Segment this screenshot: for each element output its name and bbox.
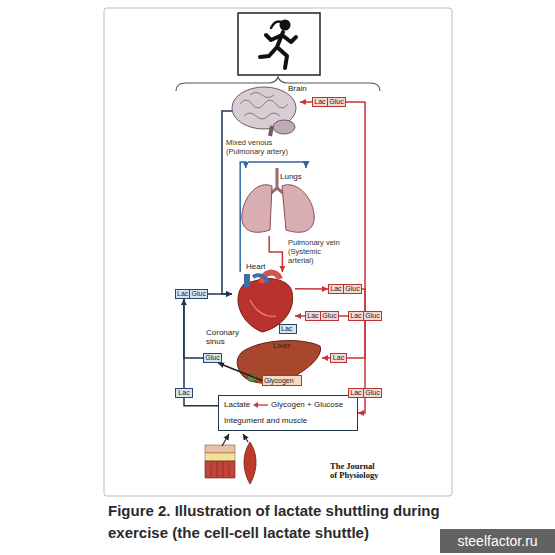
flow-connector: [364, 321, 366, 388]
brain-cerebellum: [273, 120, 295, 134]
metabolite-label: Gluc: [327, 98, 345, 106]
muscle-fibres: [211, 462, 229, 477]
runner-frame: [238, 13, 320, 75]
organ-label: Brain: [288, 84, 318, 93]
lactate-box: Lac: [330, 353, 347, 363]
metabolite-label: Glycogen + Glucose: [271, 400, 357, 409]
tissue-label: Integument and muscle: [224, 416, 354, 425]
tissue-arrow: [243, 434, 248, 442]
tissue-arrow: [222, 434, 229, 446]
journal-logo: The Journal of Physiology: [330, 462, 380, 480]
flow-connector: [295, 315, 305, 317]
metabolite-label: Lac: [349, 389, 363, 397]
vessel-label: Coronary sinus: [206, 328, 240, 346]
heart-highlight: [250, 300, 276, 316]
vessel-label: Mixed venous (Pulmonary artery): [226, 138, 306, 156]
lac-gluc-box: LacGluc: [348, 388, 382, 398]
metabolite-label: Lac: [306, 312, 320, 320]
lac-gluc-box: LacGluc: [348, 311, 382, 321]
flow-connector: [339, 315, 348, 317]
flow-connector: [218, 363, 262, 381]
flow-connector: [347, 321, 365, 358]
flow-connector: [269, 236, 282, 272]
metabolite-label: Lac: [176, 290, 189, 298]
flow-connector: [183, 299, 185, 388]
flow-connector: [362, 289, 365, 311]
runner-silhouette: [260, 32, 296, 68]
flow-connector: [184, 299, 203, 358]
glycogen-box: Glycogen: [262, 375, 302, 386]
flow-connector: [300, 101, 312, 103]
metabolite-label: Gluc: [204, 354, 221, 362]
lungs-illustration: Lungs: [238, 168, 316, 236]
brain-illustration: Brain: [232, 86, 300, 136]
vena-cava: [244, 274, 250, 287]
metabolite-label: Lactate: [224, 400, 254, 409]
metabolite-label: Lac: [280, 325, 293, 333]
right-lung: [282, 185, 314, 233]
muscle-box: Lactate Glycogen + GlucoseIntegument and …: [218, 395, 358, 431]
lac-gluc-box: LacGluc: [328, 284, 362, 294]
skin-layer: [205, 445, 235, 453]
brain-gyri: [240, 93, 288, 120]
vessel-label: Pulmonary vein (Systemic arterial): [288, 238, 344, 265]
flow-connector: [184, 398, 218, 406]
lac-gluc-box: LacGluc: [305, 311, 339, 321]
gallbladder: [247, 375, 257, 382]
pulmonary-trunk: [253, 275, 267, 283]
muscle-spindle: [244, 442, 256, 484]
metabolite-label: Gluc: [189, 290, 207, 298]
muscle-layer: [205, 461, 235, 478]
watermark: steelfactor.ru: [440, 529, 555, 553]
metabolite-label: Glycogen: [263, 377, 295, 385]
metabolite-label: Gluc: [320, 312, 338, 320]
flow-connector: [295, 288, 328, 290]
metabolite-label: Lac: [331, 354, 346, 362]
lactate-box: Lac: [279, 324, 297, 334]
arrow-shaft: [257, 404, 268, 405]
flow-connector: [346, 102, 365, 311]
flow-connector: [322, 357, 330, 359]
flow-connector: [208, 293, 232, 295]
metabolite-label: Lac: [349, 312, 363, 320]
lac-gluc-box: LacGluc: [312, 97, 346, 107]
metabolite-label: Gluc: [363, 312, 381, 320]
metabolite-label: Gluc: [343, 285, 361, 293]
arrow-symbol: [253, 401, 269, 409]
metabolite-label: Lac: [313, 98, 327, 106]
pulmonary-branch: [248, 162, 306, 168]
arrow-head: [253, 402, 258, 408]
brain-stem: [270, 126, 272, 136]
lac-gluc-box: LacGluc: [175, 289, 208, 299]
heart-illustration: HeartCoronary sinusLac: [232, 272, 295, 334]
fat-layer: [205, 453, 235, 461]
runner-hair: [271, 21, 281, 28]
figure-panel: [104, 8, 452, 496]
metabolite-label: Lac: [176, 389, 192, 397]
organ-label: Lungs: [280, 172, 310, 181]
metabolite-label: Lac: [329, 285, 343, 293]
flow-connector: [240, 162, 246, 272]
liver-illustration: LiverGlycogen: [235, 340, 322, 386]
organ-label: Liver: [273, 341, 303, 350]
figure-caption: Figure 2. Illustration of lactate shuttl…: [108, 500, 443, 544]
metabolite-label: Gluc: [363, 389, 381, 397]
organ-label: Heart: [246, 262, 276, 271]
left-lung: [242, 185, 272, 233]
glucose-box: Gluc: [203, 353, 222, 363]
lactate-box: Lac: [175, 388, 193, 398]
flow-connector: [358, 398, 365, 413]
